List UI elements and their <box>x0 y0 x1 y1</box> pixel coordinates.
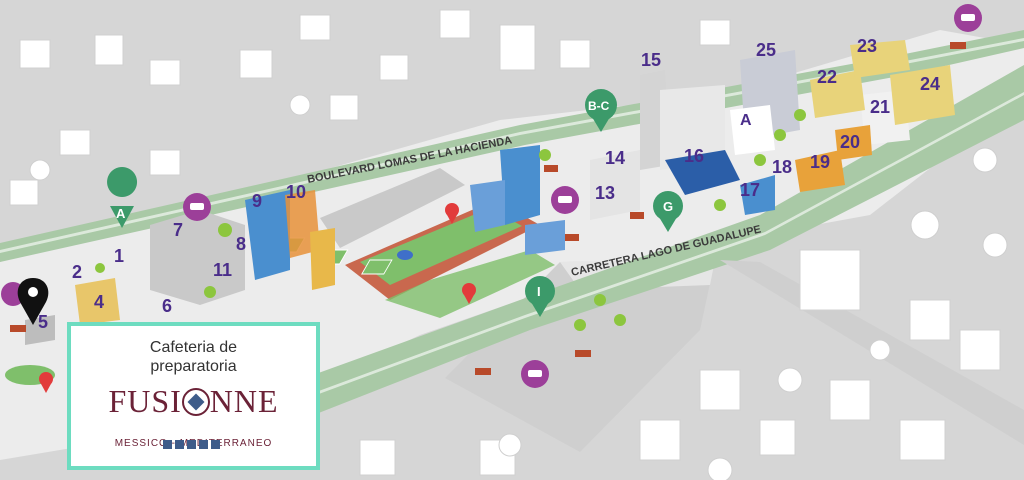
buildings-blue <box>245 145 775 280</box>
building-number: 11 <box>213 260 232 280</box>
gate-bc[interactable]: B-C <box>585 89 617 132</box>
card-subtitle: Cafeteria de preparatoria <box>71 338 316 376</box>
building-number: 5 <box>38 312 48 332</box>
building-number: 16 <box>684 146 704 166</box>
parking-marker[interactable] <box>954 4 982 32</box>
carretera-road <box>230 65 1024 440</box>
building-number: 13 <box>595 183 615 203</box>
cars <box>10 42 966 375</box>
red-pin[interactable] <box>39 372 53 393</box>
buildings-gray <box>25 50 910 345</box>
parking-marker[interactable] <box>521 360 549 388</box>
brand-right: NNE <box>209 383 279 419</box>
gate-a-left[interactable]: A <box>107 167 138 228</box>
brand-name: FUSI NNE <box>108 383 278 419</box>
card-subtitle-line2: preparatoria <box>150 358 237 375</box>
card-subtitle-line1: Cafeteria de <box>149 339 238 356</box>
trees-white <box>29 94 1008 480</box>
building-number: 25 <box>756 40 776 60</box>
car-icon <box>190 203 204 210</box>
brand-logo: FUSI NNE <box>71 382 316 420</box>
building-number: 1 <box>114 246 124 266</box>
building-number: 20 <box>840 132 860 152</box>
boulevard-line <box>0 38 1024 253</box>
buildings-yellow <box>75 40 955 325</box>
building-number: 10 <box>286 182 306 202</box>
map-pin-icon[interactable] <box>17 278 49 325</box>
parking-marker[interactable] <box>551 186 579 214</box>
building-number: 2 <box>72 262 82 282</box>
car-icon <box>961 14 975 21</box>
building-number: 19 <box>810 152 830 172</box>
building-number: 4 <box>94 292 104 312</box>
gate-g[interactable]: G <box>653 191 683 232</box>
building-number: 23 <box>857 36 877 56</box>
building-number: 24 <box>920 74 940 94</box>
gate-letter: B-C <box>588 99 610 113</box>
gate-letter: I <box>537 284 541 299</box>
building-number: 18 <box>772 157 792 177</box>
gate-i[interactable]: I <box>525 276 555 317</box>
campus-trees <box>95 109 806 331</box>
brand-o-ornament-icon <box>181 388 210 416</box>
gate-letter: G <box>663 199 673 214</box>
building-number: 6 <box>162 296 172 316</box>
building-number: 14 <box>605 148 625 168</box>
info-card[interactable]: Cafeteria de preparatoria FUSI NNE MESSI… <box>67 322 320 470</box>
brand-left: FUSI <box>108 383 182 419</box>
gate-letter: A <box>116 206 126 221</box>
building-number: 17 <box>740 180 760 200</box>
buildings-orange <box>285 125 872 290</box>
building-number: 15 <box>641 50 661 70</box>
gate-a-right-label: A <box>740 112 752 129</box>
city-blocks <box>9 9 1001 476</box>
building-number: 22 <box>817 67 837 87</box>
red-pin[interactable] <box>445 203 459 224</box>
building-number: 7 <box>173 220 183 240</box>
tile-pattern <box>163 436 220 454</box>
building-number: 9 <box>252 191 262 211</box>
building-number: 21 <box>870 97 890 117</box>
building-number: 8 <box>236 234 246 254</box>
car-icon <box>528 370 542 377</box>
parking-marker[interactable] <box>183 193 211 221</box>
car-icon <box>558 196 572 203</box>
red-pin[interactable] <box>462 283 476 304</box>
